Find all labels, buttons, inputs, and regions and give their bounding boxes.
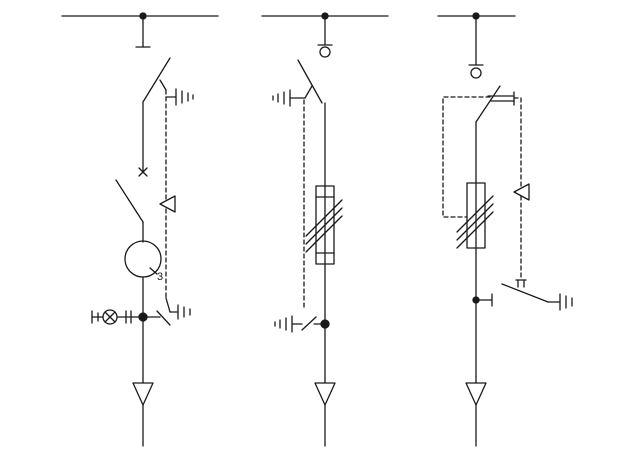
- earthing-switch-lower: [501, 279, 573, 311]
- fuse: [305, 185, 343, 265]
- earth-switch-top: [159, 79, 194, 106]
- unit-left: 3: [61, 12, 219, 447]
- ct-label: 3: [157, 271, 163, 283]
- fuse: [456, 182, 494, 249]
- isolator-plug: [470, 67, 482, 79]
- circuit-breaker: [115, 179, 144, 243]
- cable-termination: [314, 323, 336, 447]
- current-transformer: [124, 240, 162, 318]
- earth-switch-top: [272, 85, 313, 107]
- isolator-plug: [319, 46, 331, 58]
- trip-indicator-triangle: [513, 183, 530, 201]
- load-break-switch: [297, 59, 326, 187]
- trip-link-dashed: [442, 96, 522, 281]
- voltage-indicator: [91, 309, 144, 325]
- switch-fuse-combination: [475, 85, 515, 184]
- earthing-switch-lower: [142, 297, 191, 326]
- unit-middle: [261, 12, 389, 447]
- cable-termination: [132, 316, 154, 447]
- unit-right: [437, 12, 573, 447]
- disconnector: [138, 57, 171, 177]
- trip-indicator-triangle: [159, 195, 176, 213]
- cable-termination: [465, 299, 487, 447]
- earthing-switch-lower: [274, 263, 330, 333]
